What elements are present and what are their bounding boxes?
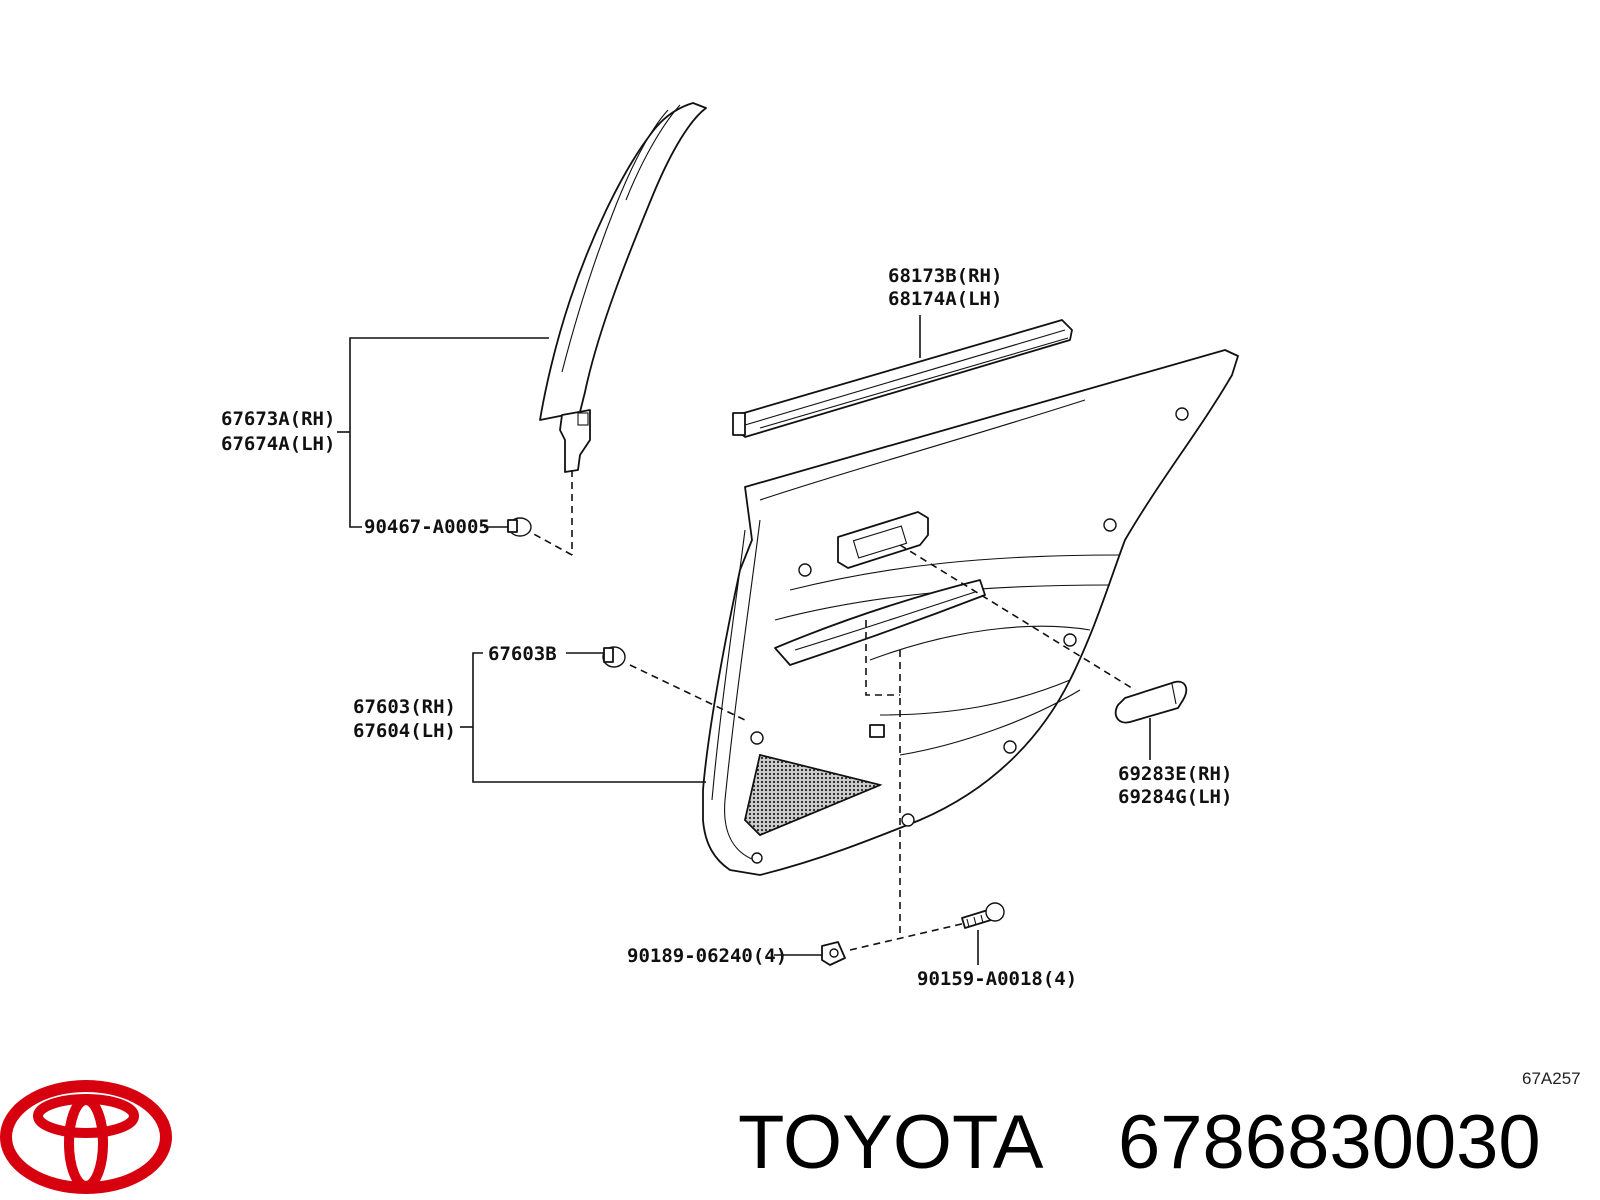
screw-icon (961, 902, 1005, 929)
part-number: 6786830030 (1118, 1100, 1541, 1185)
clip-67603B-icon (566, 646, 626, 668)
label-67603B: 67603B (488, 643, 557, 665)
label-69284G: 69284G(LH) (1118, 786, 1232, 808)
label-67674A: 67674A(LH) (221, 433, 335, 455)
door-trim-panel (702, 349, 1239, 876)
armrest-cover (1114, 680, 1188, 724)
bracket-window-molding (337, 337, 549, 528)
label-67673A: 67673A(RH) (221, 408, 335, 430)
diagram-code: 67A257 (1522, 1069, 1581, 1088)
toyota-logo (0, 1080, 172, 1194)
label-67603: 67603(RH) (353, 696, 456, 718)
label-90467-A0005: 90467-A0005 (364, 516, 490, 538)
nut-icon (774, 941, 846, 966)
label-90159-A0018: 90159-A0018(4) (917, 968, 1077, 990)
label-67604: 67604(LH) (353, 720, 456, 742)
brand-name: TOYOTA (738, 1100, 1044, 1185)
bracket-door-trim (460, 652, 706, 783)
clip-90467-icon (484, 517, 532, 537)
label-68173B: 68173B(RH) (888, 265, 1002, 287)
label-68174A: 68174A(LH) (888, 288, 1002, 310)
label-69283E: 69283E(RH) (1118, 763, 1232, 785)
weatherstrip-strip (732, 319, 1073, 438)
window-frame-molding (539, 102, 707, 473)
label-90189-06240: 90189-06240(4) (627, 945, 787, 967)
leader-inner-handle (899, 544, 1136, 691)
leader-clip-panel (629, 664, 746, 721)
